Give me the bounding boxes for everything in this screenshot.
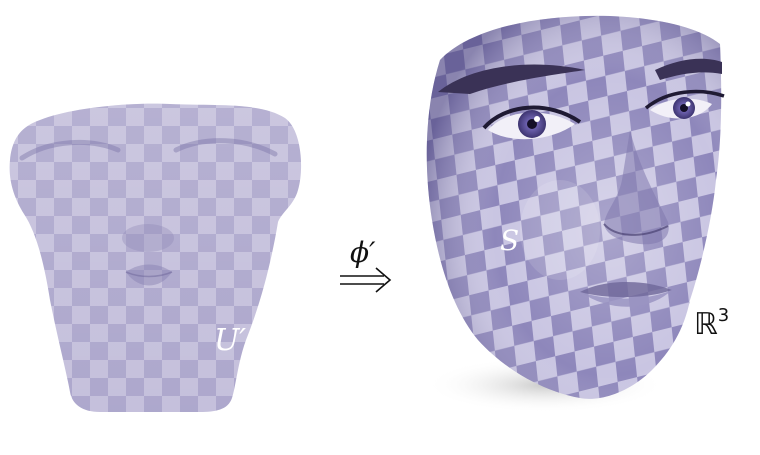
svg-text:ℝ3: ℝ3 — [694, 305, 729, 342]
surface-label: S — [500, 224, 519, 257]
surface-right-brow — [655, 58, 722, 80]
surface-left-brow — [438, 64, 585, 94]
domain-mouth — [126, 264, 172, 286]
domain-nose — [122, 224, 174, 252]
domain-right-brow — [173, 138, 278, 157]
implies-arrow-icon — [340, 267, 392, 293]
ambient-space-label: ℝ3 — [694, 305, 729, 342]
surface-left-eye — [482, 105, 582, 140]
domain-left-brow — [19, 140, 121, 161]
mapping-arrow: ϕ′ — [340, 236, 392, 293]
space-symbol: ℝ — [694, 307, 718, 342]
domain-label: U′ — [214, 323, 246, 358]
space-exponent: 3 — [718, 305, 729, 326]
map-label: ϕ′ — [350, 236, 376, 269]
surface-nose — [604, 130, 669, 245]
surface-mouth — [580, 281, 672, 307]
surface-right-eye — [644, 89, 725, 119]
parameter-domain: U′ — [9, 103, 302, 412]
surface: S — [425, 15, 725, 413]
